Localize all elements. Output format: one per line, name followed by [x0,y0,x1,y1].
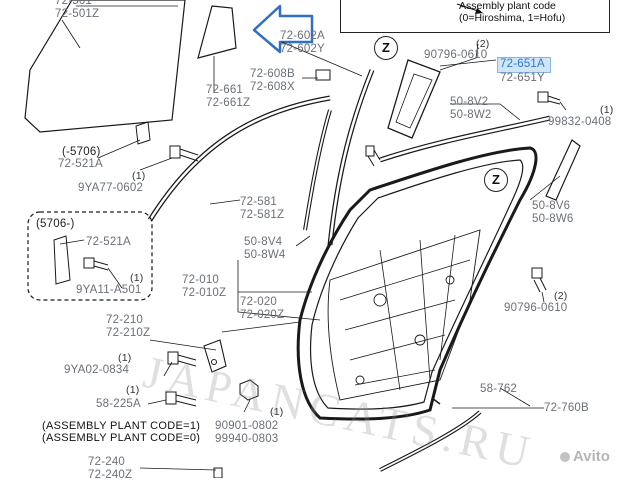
part-label[interactable]: 72-240 [88,456,126,468]
quantity-label: (1) [126,384,140,396]
bolt-9ya77 [169,145,199,162]
part-label[interactable]: 72-602A [280,30,325,42]
door-inner-panel [327,229,481,401]
part-label[interactable]: 72-210Z [106,327,151,339]
bracket-72-521a [135,121,151,145]
variant-label: (5706-) [36,218,75,230]
part-label[interactable]: 72-020 [240,296,278,308]
part-label[interactable]: 72-521A [58,158,103,170]
part-label[interactable]: 72-240Z [88,469,133,481]
part-label[interactable]: 99832-0408 [548,116,612,128]
quantity-label: (1) [130,272,144,284]
part-label[interactable]: 50-8W4 [244,249,286,261]
legend-pointer-icon [456,3,483,14]
part-label[interactable]: 72-020Z [240,309,285,321]
zone-marker-top: Z [374,36,398,60]
quantity-label: (1) [600,104,614,116]
hinge-72-210 [203,339,227,373]
moulding-50-8v6 [545,139,581,201]
part-label[interactable]: 50-8W6 [532,213,574,225]
bolt-9ya02 [167,351,197,367]
part-label[interactable]: 9YA77-0602 [78,182,144,194]
part-label[interactable]: 72-501 [55,0,93,7]
part-label[interactable]: 58-225A [96,398,141,410]
avito-logo-icon [560,452,570,463]
part-label[interactable]: 72-661 [206,84,244,96]
avito-watermark: Avito [560,448,610,465]
bolt-9ya11 [83,257,109,271]
nut-90901 [239,379,259,401]
part-label[interactable]: 72-010 [182,274,220,286]
quantity-label: (1) [118,352,132,364]
quarter-glass [197,5,237,59]
bolt-90796-mid [531,267,547,293]
part-label[interactable]: 72-760B [544,402,589,414]
part-label[interactable]: 99940-0803 [215,433,279,445]
highlight-arrow [252,4,314,54]
variant-label: (-5706) [62,146,101,158]
part-label[interactable]: 50-8W2 [450,109,492,121]
clip-72-608b [315,69,331,81]
bolt-90796-top [365,145,381,167]
part-label[interactable]: 72-581Z [240,209,285,221]
part-label[interactable]: 50-8V4 [244,236,283,248]
avito-text: Avito [573,448,610,465]
leader-lines [59,19,567,471]
garnish-72-651a [387,59,441,139]
legend-title: Assembly plant code [459,0,556,12]
legend-box: Assembly plant code (0=Hiroshima, 1=Hofu… [340,0,610,33]
part-label[interactable]: 72-501Z [55,8,100,20]
quantity-label: (2) [476,38,490,50]
part-label[interactable]: 50-8V6 [532,200,571,212]
part-label[interactable]: 90796-0610 [504,302,568,314]
trim-72-760b [379,410,482,472]
plant-note-1: (ASSEMBLY PLANT CODE=1) [42,420,201,432]
part-label[interactable]: 72-608B [250,68,295,80]
part-label[interactable]: 72-608X [250,81,295,93]
part-label[interactable]: 72-010Z [182,287,227,299]
part-label[interactable]: 72-661Z [206,97,251,109]
quantity-label: (1) [132,170,146,182]
door-frame [296,146,538,421]
bracket-72-521a-b [53,235,71,285]
selected-part-highlight [497,57,551,73]
zone-marker-mid: Z [484,168,508,192]
part-label[interactable]: 58-762 [480,383,518,395]
part-label[interactable]: 50-8V2 [450,96,489,108]
quantity-label: (1) [270,406,284,418]
bolt-99832 [537,91,561,105]
part-label[interactable]: 90901-0802 [215,420,279,432]
part-label[interactable]: 72-210 [106,314,144,326]
part-label[interactable]: 72-651Y [500,72,545,84]
variant-box [27,211,153,301]
part-label[interactable]: 72-521A [86,236,131,248]
part-label[interactable]: 90796-0610 [424,49,488,61]
bolt-58-225a [165,391,197,407]
part-label[interactable]: 9YA11-A501 [76,284,142,296]
legend-codes: (0=Hiroshima, 1=Hofu) [459,12,566,24]
plant-note-0: (ASSEMBLY PLANT CODE=0) [42,432,201,444]
part-label[interactable]: 9YA02-0834 [64,364,130,376]
run-channel [327,69,375,246]
part-label[interactable]: 72-602Y [280,43,325,55]
part-label[interactable]: 72-581 [240,196,278,208]
door-glass [24,0,186,133]
quantity-label: (2) [554,290,568,302]
part-label-selected[interactable]: 72-651A [500,58,545,70]
